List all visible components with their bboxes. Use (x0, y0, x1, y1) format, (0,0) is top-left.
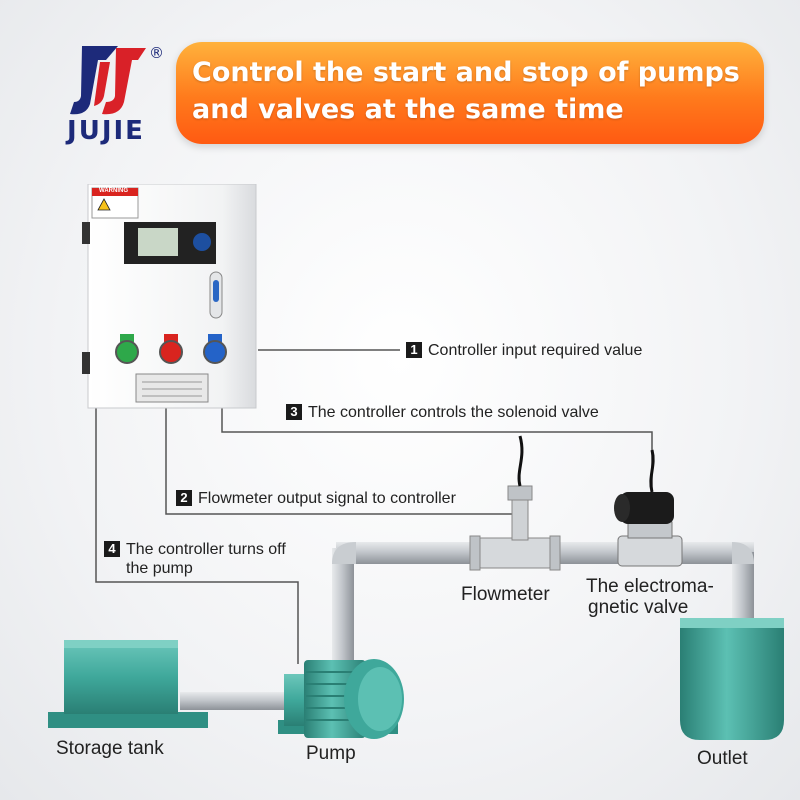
outlet-tank-icon (680, 618, 784, 740)
nameplate (135, 373, 209, 403)
pump-icon (278, 659, 404, 739)
pipe-down-right (732, 552, 754, 622)
step-4-note: 4 The controller turns off (104, 540, 286, 560)
title-banner (176, 42, 764, 144)
step-3-text: The controller controls the solenoid val… (308, 404, 599, 421)
stop-button (159, 340, 183, 364)
solenoid-valve-icon (614, 449, 683, 567)
outlet-label: Outlet (697, 748, 748, 769)
step-3-number: 3 (286, 404, 302, 420)
start-button (115, 340, 139, 364)
valve-label-line-1: The electroma- (586, 576, 714, 597)
title-text: Control the start and stop of pumps and … (192, 54, 758, 128)
storage-tank-icon (48, 640, 208, 728)
flowmeter-icon (469, 435, 561, 571)
step-4-number: 4 (104, 541, 120, 557)
storage-tank-label: Storage tank (56, 738, 164, 759)
step-2-text: Flowmeter output signal to controller (198, 490, 456, 507)
pipe-riser (332, 548, 354, 668)
step-1-note: 1 Controller input required value (406, 341, 642, 361)
valve-label-line-2: gnetic valve (588, 597, 689, 618)
pipe-elbow-right (732, 542, 754, 564)
step-4-text-line-1: The controller turns off (126, 541, 286, 558)
auto-button (203, 340, 227, 364)
warning-triangle-icon (97, 198, 111, 211)
line-step-4 (95, 408, 299, 664)
step-4-text-line-2: the pump (126, 560, 193, 577)
flowmeter-label: Flowmeter (461, 584, 550, 605)
pipe-elbow-left (332, 542, 356, 564)
step-2-note: 2 Flowmeter output signal to controller (176, 489, 456, 509)
warning-text: WARNING (99, 188, 128, 194)
step-1-number: 1 (406, 342, 422, 358)
registered-mark: ® (149, 44, 164, 62)
title-line-1: Control the start and stop of pumps (192, 57, 740, 88)
control-cabinet (82, 184, 257, 409)
pump-label: Pump (306, 743, 356, 764)
step-2-number: 2 (176, 490, 192, 506)
step-3-note: 3 The controller controls the solenoid va… (286, 403, 599, 423)
step-1-text: Controller input required value (428, 342, 643, 359)
title-line-2: and valves at the same time (192, 94, 624, 125)
brand-name: JUJIE (67, 116, 145, 146)
jujie-logo-icon (70, 46, 146, 115)
pipe-tank-to-pump (180, 692, 290, 710)
